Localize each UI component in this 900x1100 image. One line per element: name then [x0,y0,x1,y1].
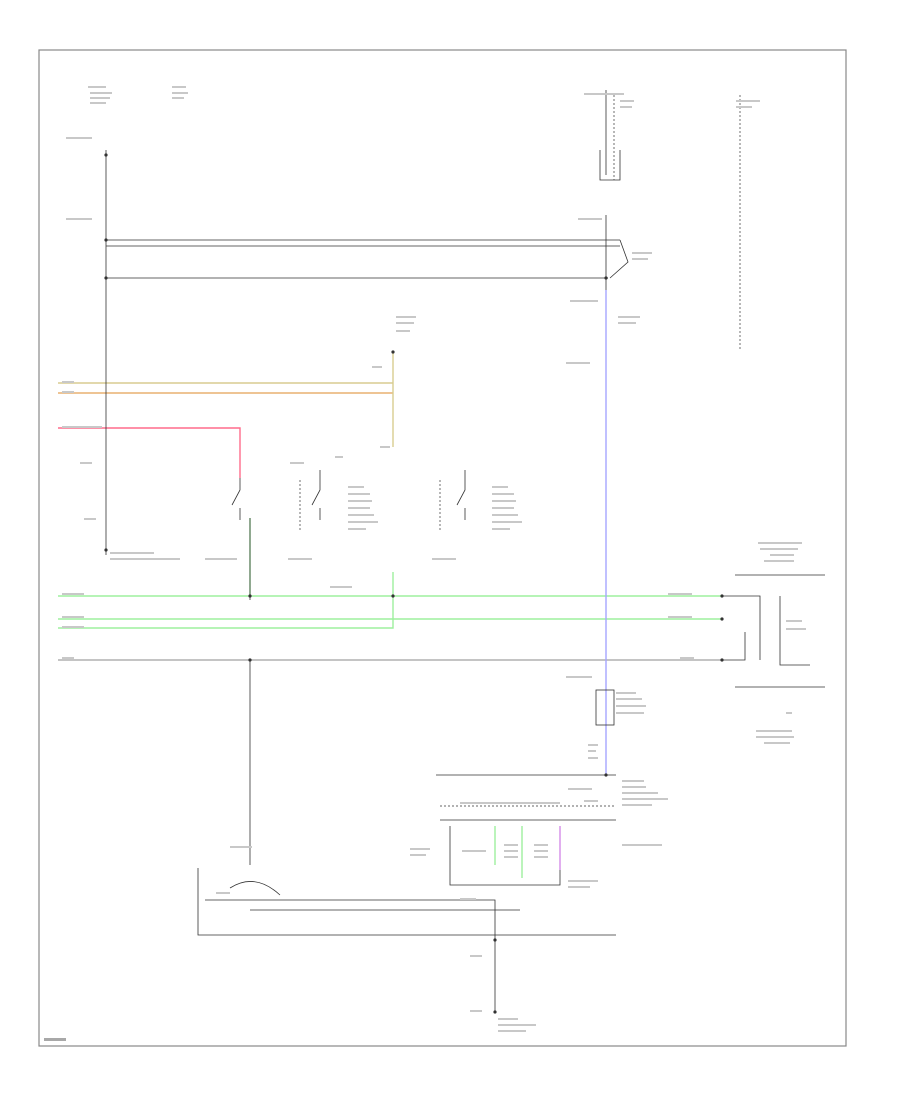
wire-pink [58,427,241,478]
connector-dots [104,153,724,1014]
wire-green-3 [58,572,394,629]
label-marks [44,86,806,1041]
line-art [105,90,825,1012]
diagram-frame [38,49,847,1047]
wire-group [58,290,722,878]
